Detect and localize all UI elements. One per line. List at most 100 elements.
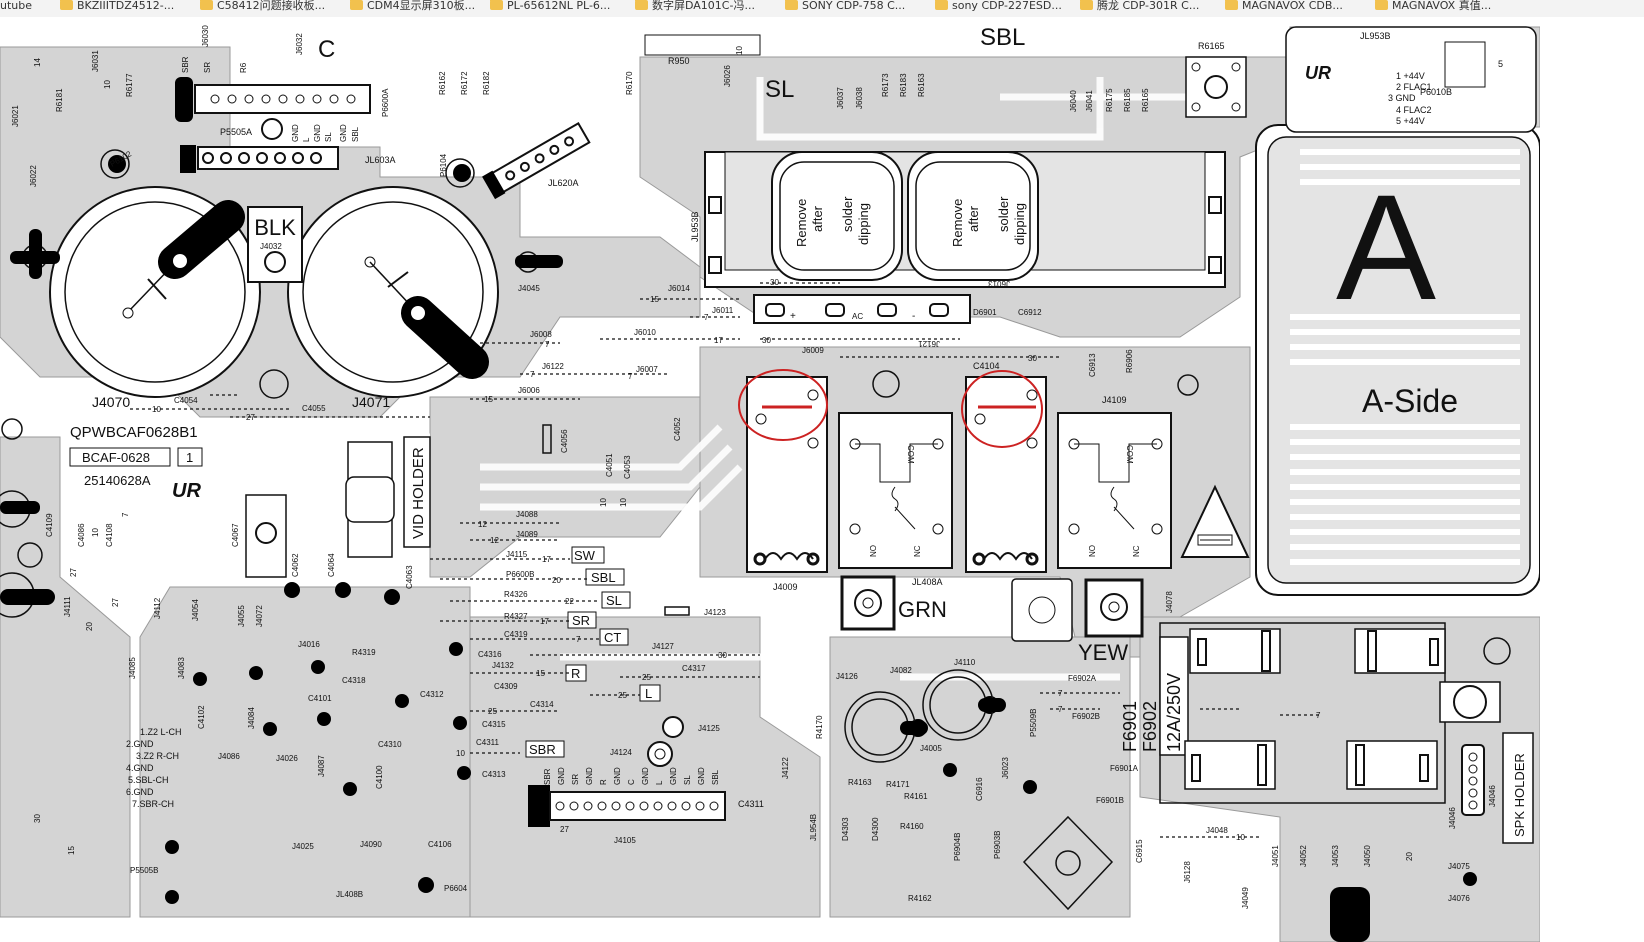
part-label: J6128 <box>1183 861 1192 883</box>
jumper-number: 20 <box>1405 852 1414 861</box>
bookmark-item[interactable]: 数字屏DA101C-冯... <box>635 0 755 17</box>
part-label: P5505B <box>130 866 158 875</box>
jumper-number: 7 <box>530 370 535 379</box>
pcb-layout-diagram: A A-Side 1 +44V 2 FLAC1 3 GND 4 FLAC2 5 … <box>0 24 1540 942</box>
board-part-no: QPWBCAF0628B1 <box>70 424 198 441</box>
part-label: C4106 <box>428 840 452 849</box>
part-label: J4124 <box>610 748 632 757</box>
bookmark-item[interactable]: MAGNAVOX CDB... <box>1225 0 1343 17</box>
part-label: P5509B <box>1029 709 1038 737</box>
folder-icon <box>60 0 73 10</box>
part-label: J4009 <box>773 582 798 592</box>
jumper-number: 10 <box>1236 833 1245 842</box>
part-label: J6122 <box>542 362 564 371</box>
bookmark-label: CDM4显示屏310板... <box>367 0 476 12</box>
bookmark-item[interactable]: PL-65612NL PL-6... <box>490 0 610 17</box>
jumper-number: 15 <box>650 295 659 304</box>
part-label: P6600B <box>506 570 534 579</box>
connector-label: CT <box>604 630 621 645</box>
grn-label: GRN <box>898 597 947 622</box>
warning-triangle-icon <box>1180 484 1250 558</box>
bookmark-item[interactable]: 腾龙 CDP-301R C... <box>1080 0 1199 17</box>
part-label: C4104 <box>973 361 1000 371</box>
remove-note: solder <box>840 196 855 232</box>
pin-label: GND <box>697 767 706 785</box>
jumper-number: 12 <box>478 520 487 529</box>
jumper-number: 30 <box>33 814 42 823</box>
bookmark-label: SONY CDP-758 C... <box>802 0 906 12</box>
part-label: J4083 <box>177 657 186 679</box>
bookmark-item[interactable]: MAGNAVOX 真值... <box>1375 0 1491 17</box>
pin-label: SL <box>683 775 692 785</box>
yew-terminal: YEW <box>1011 578 1144 665</box>
bookmark-item[interactable]: sony CDP-227ESD... <box>935 0 1062 17</box>
relay-rl692: NO NC COM J4109 <box>1057 395 1172 569</box>
remove-note: after <box>966 205 981 232</box>
part-label: JL408B <box>336 890 363 899</box>
part-label: J4016 <box>298 640 320 649</box>
part-label: JL954B <box>809 814 818 841</box>
jumper-numbers: 15 7 17 30 30 7 7 7 15 10 27 30 12 12 17… <box>33 46 1414 861</box>
part-label: JL603A <box>365 155 396 165</box>
connector-label: SR <box>572 613 590 628</box>
part-label: J6014 <box>668 284 690 293</box>
pin-label: GND <box>339 124 348 142</box>
svg-text:NO: NO <box>869 545 878 557</box>
part-label: R950 <box>668 56 690 66</box>
pin-label: SR <box>203 62 212 73</box>
jumper-number: 27 <box>246 413 255 422</box>
connector-label: R <box>571 666 580 681</box>
part-label: J4050 <box>1363 845 1372 867</box>
part-label: D4300 <box>871 817 880 841</box>
bookmark-label: utube <box>0 0 33 12</box>
part-label: J4110 <box>954 658 976 667</box>
pin-label: R <box>599 779 608 785</box>
pin-label: 1.Z2 L-CH <box>140 727 182 737</box>
part-label: C4062 <box>291 553 300 577</box>
part-label: P6604 <box>444 884 468 893</box>
part-label: J6041 <box>1085 90 1094 112</box>
bookmark-item[interactable]: C58412问题接收板... <box>200 0 325 17</box>
ur-logo: UR <box>172 480 201 502</box>
jumper-number: 7 <box>1316 711 1321 720</box>
part-label: C4312 <box>420 690 444 699</box>
part-label: J6037 <box>836 87 845 109</box>
image-viewer[interactable]: A A-Side 1 +44V 2 FLAC1 3 GND 4 FLAC2 5 … <box>0 17 1540 942</box>
part-label: J4070 <box>92 394 130 410</box>
pin-label: 3.Z2 R-CH <box>136 751 179 761</box>
part-label: C4309 <box>494 682 518 691</box>
part-label: R6182 <box>482 71 491 95</box>
remove-note: after <box>810 205 825 232</box>
part-label: C4319 <box>504 630 528 639</box>
ur-logo-top: UR <box>1305 63 1331 83</box>
bookmark-item[interactable]: SONY CDP-758 C... <box>785 0 905 17</box>
part-label: J6008 <box>530 330 552 339</box>
bookmark-item[interactable]: CDM4显示屏310板... <box>350 0 475 17</box>
bookmark-label: PL-65612NL PL-6... <box>507 0 611 12</box>
bookmark-label: C58412问题接收板... <box>217 0 326 12</box>
part-label: C4063 <box>405 565 414 589</box>
part-label: J6011 <box>712 306 734 315</box>
svg-text:NC: NC <box>913 545 922 557</box>
part-label: J4075 <box>1448 862 1470 871</box>
jumper-number: 30 <box>718 651 727 660</box>
part-label: F6901A <box>1110 764 1139 773</box>
bookmark-item[interactable]: BKZIIITDZ4512-... <box>60 0 174 17</box>
folder-icon <box>350 0 363 10</box>
connector-label: SL <box>606 593 622 608</box>
pin-label: SBR <box>543 768 552 785</box>
relay-rl693: J4009 <box>738 369 828 592</box>
pin-label: SBR <box>181 56 190 73</box>
pin-label: 2 FLAC1 <box>1396 82 1432 92</box>
part-label: J6023 <box>1001 757 1010 779</box>
part-label: R4171 <box>886 780 910 789</box>
part-label: JL953B <box>1360 31 1391 41</box>
spk-holder: SPK HOLDER J4046 <box>1439 681 1534 844</box>
fuse-rating: 12A/250V <box>1164 673 1184 752</box>
bookmark-item[interactable]: utube <box>0 0 32 17</box>
pin-label: SBL <box>351 126 360 142</box>
part-label: C4313 <box>482 770 506 779</box>
pin-label: 7.SBR-CH <box>132 799 174 809</box>
svg-text:COM: COM <box>1125 445 1134 464</box>
jumper-number: 17 <box>540 617 549 626</box>
